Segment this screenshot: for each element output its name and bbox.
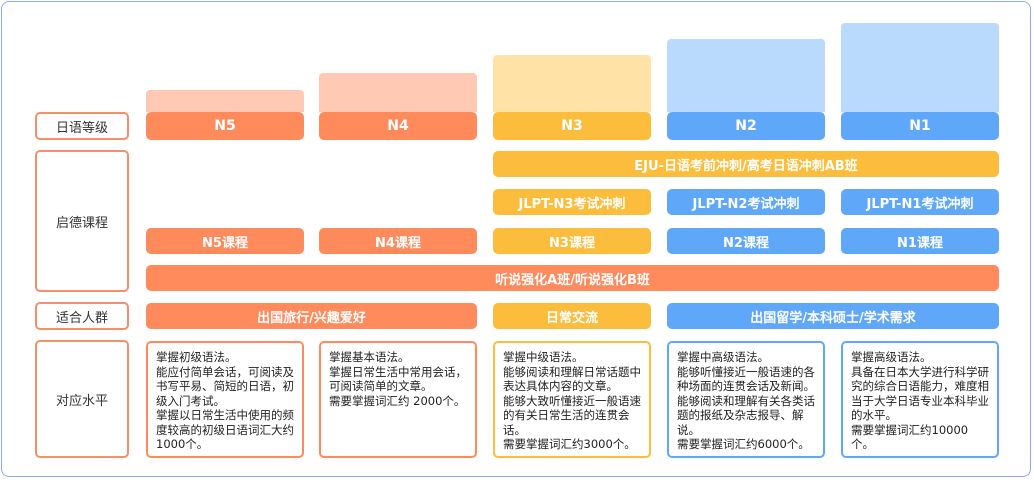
course-n5: N5课程 [146,228,304,254]
level-cap-n5 [146,90,304,112]
level-n5: N5 [146,112,304,140]
course-listening: 听说强化A班/听说强化B班 [146,265,999,291]
audience-beginner: 出国旅行/兴趣爱好 [146,303,477,329]
row-label-level: 日语等级 [35,112,129,140]
ability-n2: 掌握中高级语法。 能够听懂接近一般语速的各种场面的连贯会话及新闻。能够阅读和理解… [667,341,825,458]
course-jlpt-n1: JLPT-N1考试冲刺 [841,189,999,215]
level-n4: N4 [319,112,477,140]
level-cap-n4 [319,73,477,112]
course-n2: N2课程 [667,228,825,254]
level-n2: N2 [667,112,825,140]
row-label-audience: 适合人群 [35,302,129,330]
level-cap-n2 [667,39,825,112]
level-cap-n3 [493,55,651,112]
course-jlpt-n3: JLPT-N3考试冲刺 [493,189,651,215]
ability-n3: 掌握中级语法。 能够阅读和理解日常话题中表达具体内容的文章。 能够大致听懂接近一… [493,341,651,458]
level-n1: N1 [841,112,999,140]
row-label-course: 启德课程 [35,150,129,292]
ability-n1: 掌握高级语法。 具备在日本大学进行科学研究的综合日语能力，难度相当于大学日语专业… [841,341,999,458]
ability-n4: 掌握基本语法。 掌握日常生活中常用会话，可阅读简单的文章。 需要掌握词汇约 20… [319,341,477,458]
row-label-ability: 对应水平 [35,340,129,458]
audience-daily: 日常交流 [493,303,651,329]
audience-advanced: 出国留学/本科硕士/学术需求 [667,303,999,329]
ability-n5: 掌握初级语法。 能应付简单会话，可阅读及书写平易、简短的日语，初级入门考试。 掌… [146,341,304,458]
course-n3: N3课程 [493,228,651,254]
course-n4: N4课程 [319,228,477,254]
course-eju: EJU-日语考前冲刺/高考日语冲刺AB班 [493,151,999,177]
level-cap-n1 [841,23,999,112]
level-n3: N3 [493,112,651,140]
course-jlpt-n2: JLPT-N2考试冲刺 [667,189,825,215]
course-n1: N1课程 [841,228,999,254]
